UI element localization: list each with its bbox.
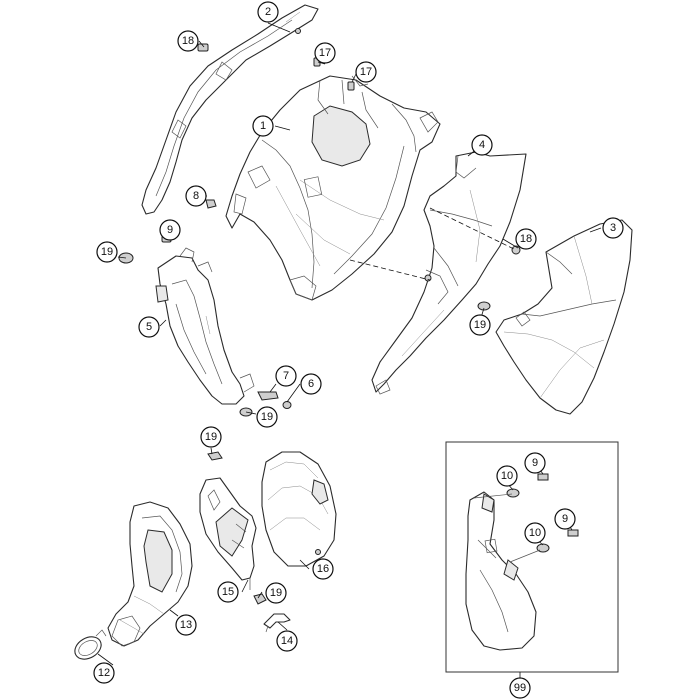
part-4-side-panel	[371, 151, 527, 395]
bolt-7	[257, 391, 279, 401]
callout-9-kit-upper: 9	[524, 452, 546, 474]
part-1-airbox-frame	[225, 75, 441, 301]
callout-7: 7	[275, 365, 297, 387]
callout-8: 8	[185, 185, 207, 207]
svg-text:14: 14	[281, 635, 293, 647]
callout-19-bottom: 19	[265, 582, 287, 604]
svg-text:16: 16	[317, 563, 329, 575]
callout-9-kit-lower: 9	[554, 508, 576, 530]
screw-9-upper	[537, 473, 549, 481]
callout-99: 99	[509, 677, 531, 699]
svg-text:10: 10	[529, 527, 541, 539]
svg-text:6: 6	[308, 378, 314, 390]
svg-text:18: 18	[520, 233, 532, 245]
callout-18-right: 18	[515, 228, 537, 250]
svg-text:7: 7	[283, 370, 289, 382]
svg-text:8: 8	[193, 190, 199, 202]
svg-text:19: 19	[101, 246, 113, 258]
callout-10-kit-upper: 10	[496, 465, 518, 487]
callout-6: 6	[300, 373, 322, 395]
svg-text:9: 9	[562, 513, 568, 525]
svg-text:13: 13	[180, 619, 192, 631]
washer-10-upper	[506, 488, 520, 498]
callout-14: 14	[276, 630, 298, 652]
part-2-side-strip	[141, 4, 319, 215]
svg-text:4: 4	[479, 139, 485, 151]
part-16-filter-cover	[261, 451, 337, 567]
svg-text:12: 12	[98, 667, 110, 679]
part-13-intake-duct	[107, 501, 193, 647]
callout-5: 5	[138, 316, 160, 338]
kit-99-group	[445, 441, 619, 673]
screw-18-upper	[197, 43, 209, 52]
grommet-19-bottom	[253, 593, 267, 605]
nut-6	[282, 401, 292, 409]
kit-99-frame	[445, 441, 619, 673]
callout-2: 2	[257, 1, 279, 23]
callout-1: 1	[252, 115, 274, 137]
callout-19-left: 19	[96, 241, 118, 263]
part-15-filter-support	[199, 477, 257, 590]
svg-text:1: 1	[260, 120, 266, 132]
callout-13: 13	[175, 614, 197, 636]
svg-text:9: 9	[167, 224, 173, 236]
strip-fastener	[295, 28, 301, 34]
svg-text:2: 2	[265, 6, 271, 18]
svg-text:19: 19	[261, 411, 273, 423]
callout-19-center: 19	[200, 426, 222, 448]
svg-text:10: 10	[501, 470, 513, 482]
callout-18-upper: 18	[177, 30, 199, 52]
grommet-19-center	[207, 451, 223, 461]
svg-text:19: 19	[205, 431, 217, 443]
cover-pin	[315, 549, 321, 555]
part-14-clip	[263, 613, 291, 633]
callout-17-upper: 17	[314, 42, 336, 64]
callout-10-kit-lower: 10	[524, 522, 546, 544]
part-5-filter-cage	[155, 247, 255, 405]
svg-text:15: 15	[222, 586, 234, 598]
svg-text:18: 18	[182, 35, 194, 47]
hardware-group	[118, 43, 521, 605]
callout-3: 3	[602, 217, 624, 239]
callout-17-lower: 17	[355, 61, 377, 83]
panel-fastener-point	[424, 274, 432, 282]
part-3-outer-panel	[495, 219, 633, 415]
svg-text:9: 9	[532, 457, 538, 469]
svg-text:19: 19	[474, 319, 486, 331]
svg-text:5: 5	[146, 321, 152, 333]
leader-lines	[97, 22, 602, 678]
callout-16: 16	[312, 558, 334, 580]
svg-text:17: 17	[319, 47, 331, 59]
part-12-hose-clamp	[74, 629, 107, 660]
callout-4: 4	[471, 134, 493, 156]
svg-text:99: 99	[514, 682, 526, 694]
callout-9-left: 9	[159, 219, 181, 241]
screw-9-lower	[567, 529, 579, 537]
callout-19-lower: 19	[256, 406, 278, 428]
callout-19-right: 19	[469, 314, 491, 336]
svg-text:17: 17	[360, 66, 372, 78]
screw-8	[205, 199, 217, 209]
svg-text:19: 19	[270, 587, 282, 599]
grommet-19-right	[477, 301, 491, 311]
nut-17-lower	[347, 81, 355, 91]
svg-text:3: 3	[610, 222, 616, 234]
callout-12: 12	[93, 662, 115, 684]
callout-15: 15	[217, 581, 239, 603]
